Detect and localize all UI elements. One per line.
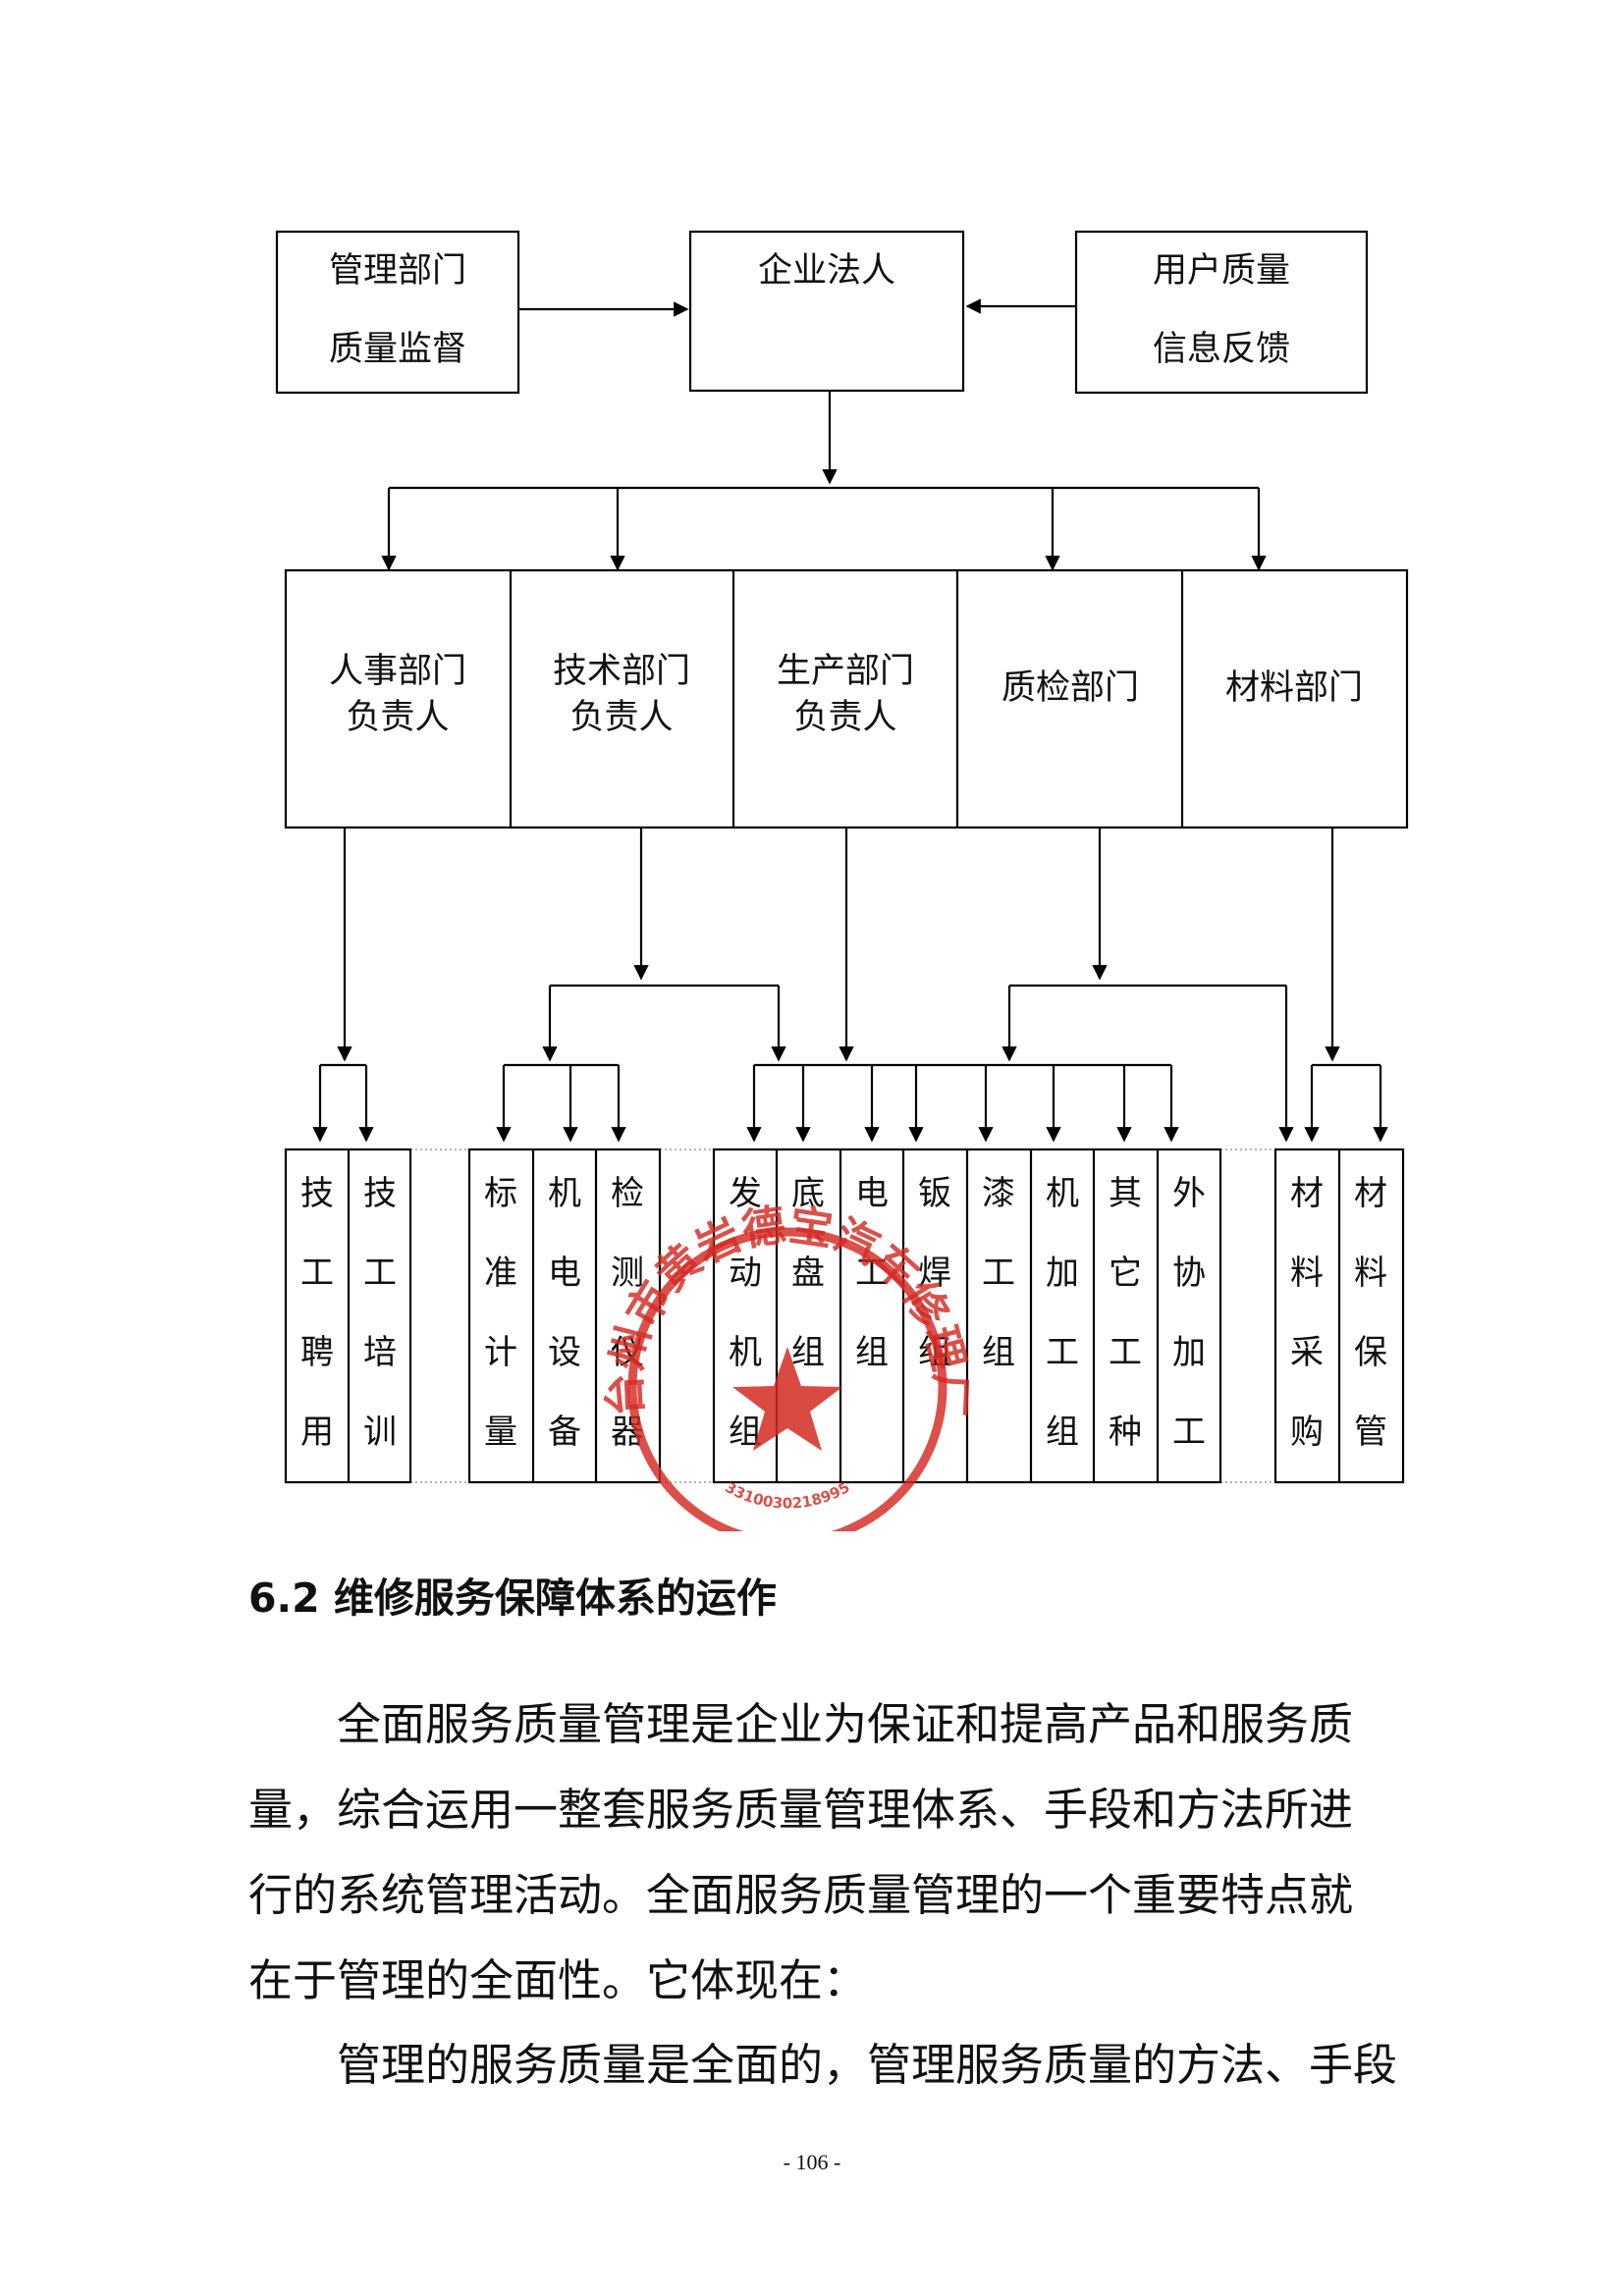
group-label: 材料保管 — [1354, 1174, 1387, 1452]
legal-person-label: 企业法人 — [758, 251, 895, 291]
group-block-tech — [467, 1148, 662, 1484]
group-label: 漆工组 — [982, 1174, 1015, 1372]
group-label: 底盘组 — [791, 1174, 825, 1372]
section-heading: 6.2 维修服务保障体系的运作 — [248, 1575, 777, 1622]
feedback-line-2: 信息反馈 — [1153, 330, 1290, 369]
seal-star-icon — [732, 1347, 842, 1451]
group-label: 机加工组 — [1046, 1174, 1079, 1452]
dept-tech-owner: 负责人 — [569, 698, 673, 737]
user-feedback-box — [1074, 230, 1369, 395]
dept-tech: 技术部门 — [553, 652, 690, 691]
group-label: 材料采购 — [1290, 1174, 1324, 1452]
section-paragraph-1: 全面服务质量管理是企业为保证和提高产品和服务质量，综合运用一整套服务质量管理体系… — [248, 1698, 1354, 2006]
dept-qc: 质检部门 — [1001, 668, 1139, 708]
legal-person-box — [688, 230, 965, 393]
group-label: 电工组 — [855, 1174, 889, 1372]
group-label: 技工聘用 — [300, 1174, 334, 1452]
group-labels: 技工聘用技工培训标准计量机电设备检测仪器发动机组底盘组电工组钣焊组漆工组机加工组… — [300, 1174, 1387, 1452]
feedback-line-1: 用户质量 — [1153, 251, 1290, 291]
mgmt-supervision-box — [275, 230, 520, 395]
org-chart: 管理部门 质量监督 企业法人 用户质量 信息反馈 人事部门 负责人 技术部门 负… — [275, 230, 1409, 1531]
departments-row — [284, 568, 1409, 829]
dept-hr: 人事部门 — [329, 652, 466, 691]
page-number: - 106 - — [783, 2150, 841, 2174]
group-label: 技工培训 — [363, 1174, 397, 1452]
mgmt-line-2: 质量监督 — [329, 330, 466, 369]
dept-hr-owner: 负责人 — [346, 698, 449, 737]
group-label: 机电设备 — [548, 1174, 581, 1452]
dept-production-owner: 负责人 — [793, 698, 896, 737]
section-paragraph-2: 管理的服务质量是全面的，管理服务质量的方法、手段 — [337, 2039, 1398, 2091]
dept-material: 材料部门 — [1225, 668, 1363, 708]
group-label: 标准计量 — [484, 1174, 517, 1452]
mgmt-line-1: 管理部门 — [329, 251, 466, 291]
group-label: 外协加工 — [1172, 1174, 1206, 1452]
dept-production: 生产部门 — [777, 652, 914, 691]
group-label: 发动机组 — [729, 1174, 762, 1452]
group-label: 钣焊组 — [918, 1174, 951, 1372]
group-label: 其它工种 — [1109, 1174, 1142, 1452]
